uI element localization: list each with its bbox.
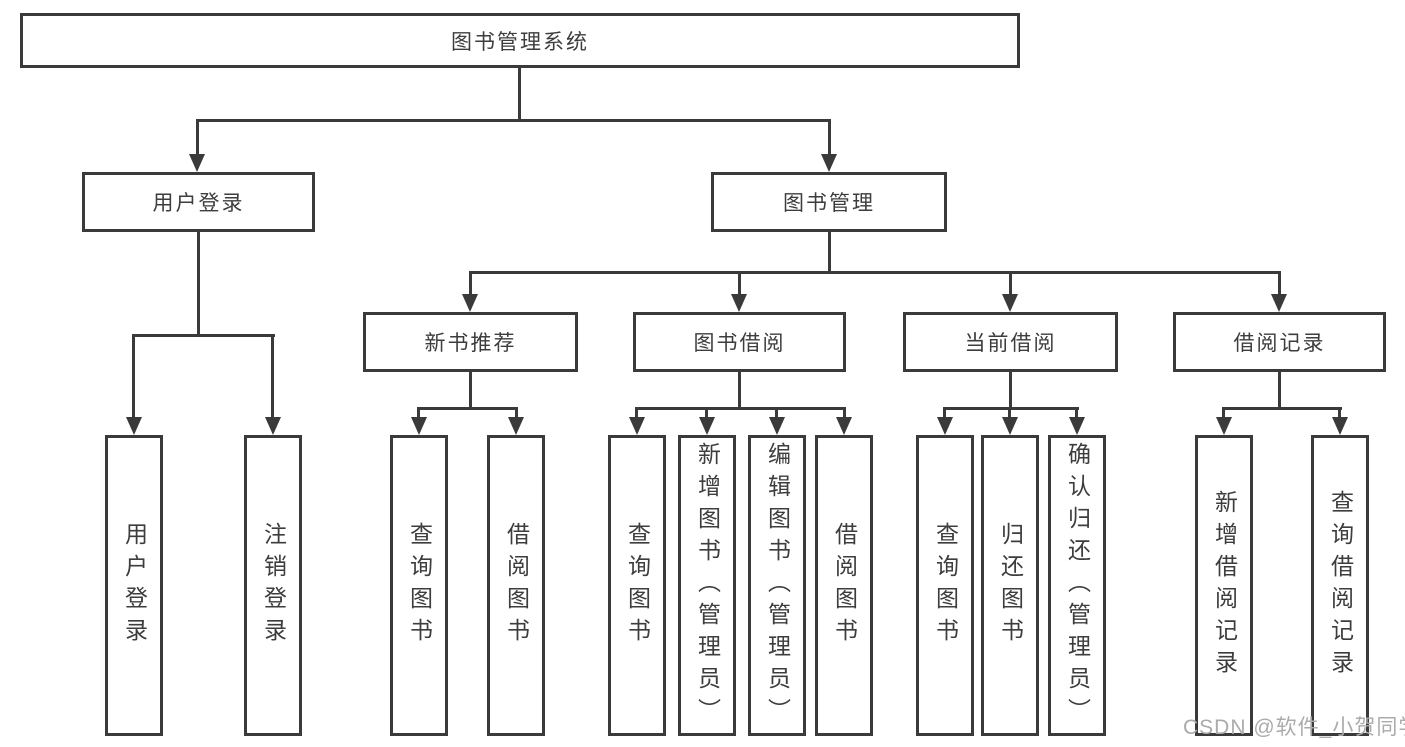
connector-hist-bus xyxy=(1222,407,1342,410)
connector-login-drop-1 xyxy=(132,334,135,419)
node-bor-edit-book-label: 编辑图书（管理员） xyxy=(764,441,791,730)
node-book-mgmt-label: 图书管理 xyxy=(783,192,875,215)
connector-login-bus xyxy=(132,334,275,337)
connector-rec-stem xyxy=(469,372,472,409)
node-hist-add-record: 新增借阅记录 xyxy=(1195,435,1253,736)
node-current-borrow: 当前借阅 xyxy=(903,312,1118,372)
connector-mgmt-bus xyxy=(469,271,1281,274)
connector-login-stem xyxy=(197,232,200,336)
connector-hist-drop-1 xyxy=(1222,407,1225,420)
arrowhead-down-icon xyxy=(731,294,747,312)
node-cur-return-book-label: 归还图书 xyxy=(997,521,1024,650)
arrowhead-down-icon xyxy=(1216,417,1232,435)
connector-login-drop-2 xyxy=(271,334,274,419)
node-new-book-rec-label: 新书推荐 xyxy=(424,332,517,355)
node-bor-add-book: 新增图书（管理员） xyxy=(678,435,736,736)
node-user-login-label: 用户登录 xyxy=(152,192,245,215)
node-leaf-logout-label: 注销登录 xyxy=(260,521,287,650)
node-current-borrow-label: 当前借阅 xyxy=(964,332,1057,355)
connector-mgmt-drop-2 xyxy=(738,271,741,297)
node-cur-confirm-return: 确认归还（管理员） xyxy=(1048,435,1106,736)
node-cur-query-book: 查询图书 xyxy=(916,435,974,736)
node-book-borrow: 图书借阅 xyxy=(633,312,846,372)
arrowhead-down-icon xyxy=(1271,294,1287,312)
connector-cur-drop-3 xyxy=(1075,407,1078,420)
arrowhead-down-icon xyxy=(937,417,953,435)
node-cur-query-book-label: 查询图书 xyxy=(932,521,959,650)
node-book-borrow-label: 图书借阅 xyxy=(693,332,786,355)
connector-root-bus xyxy=(196,119,831,122)
node-bor-query-book-label: 查询图书 xyxy=(624,521,651,650)
node-rec-borrow-book-label: 借阅图书 xyxy=(503,521,530,650)
node-cur-return-book: 归还图书 xyxy=(981,435,1039,736)
arrowhead-down-icon xyxy=(836,417,852,435)
connector-mgmt-drop-1 xyxy=(469,271,472,297)
node-bor-query-book: 查询图书 xyxy=(608,435,666,736)
connector-bor-drop-1 xyxy=(635,407,638,420)
connector-bor-stem xyxy=(738,372,741,409)
connector-mgmt-drop-4 xyxy=(1278,271,1281,297)
arrowhead-down-icon xyxy=(1002,294,1018,312)
node-book-mgmt: 图书管理 xyxy=(711,172,947,232)
watermark: CSDN @软件_小贺同学 xyxy=(1183,716,1405,739)
connector-cur-bus xyxy=(943,407,1079,410)
connector-mgmt-drop-3 xyxy=(1009,271,1012,297)
node-new-book-rec: 新书推荐 xyxy=(363,312,578,372)
arrowhead-down-icon xyxy=(189,154,205,172)
connector-rec-drop-2 xyxy=(515,407,518,420)
connector-bor-drop-2 xyxy=(705,407,708,420)
node-hist-query-record: 查询借阅记录 xyxy=(1311,435,1369,736)
arrowhead-down-icon xyxy=(699,417,715,435)
node-user-login: 用户登录 xyxy=(82,172,315,232)
node-hist-add-record-label: 新增借阅记录 xyxy=(1211,489,1238,682)
node-hist-query-record-label: 查询借阅记录 xyxy=(1327,489,1354,682)
connector-cur-stem xyxy=(1009,372,1012,409)
node-bor-borrow-book-label: 借阅图书 xyxy=(831,521,858,650)
node-root-label: 图书管理系统 xyxy=(451,30,589,54)
arrowhead-down-icon xyxy=(411,417,427,435)
connector-hist-drop-2 xyxy=(1338,407,1341,420)
node-borrow-records: 借阅记录 xyxy=(1173,312,1386,372)
connector-cur-drop-2 xyxy=(1008,407,1011,420)
arrowhead-down-icon xyxy=(1069,417,1085,435)
node-bor-edit-book: 编辑图书（管理员） xyxy=(748,435,806,736)
node-bor-borrow-book: 借阅图书 xyxy=(815,435,873,736)
arrowhead-down-icon xyxy=(629,417,645,435)
node-cur-confirm-return-label: 确认归还（管理员） xyxy=(1064,441,1091,730)
connector-rec-drop-1 xyxy=(417,407,420,420)
connector-bor-bus xyxy=(635,407,846,410)
arrowhead-down-icon xyxy=(265,417,281,435)
node-borrow-records-label: 借阅记录 xyxy=(1233,332,1326,355)
arrowhead-down-icon xyxy=(508,417,524,435)
connector-bor-drop-4 xyxy=(843,407,846,420)
connector-root-stem xyxy=(518,68,521,121)
connector-root-drop-right xyxy=(828,119,831,157)
arrowhead-down-icon xyxy=(1332,417,1348,435)
node-root: 图书管理系统 xyxy=(20,13,1020,68)
arrowhead-down-icon xyxy=(769,417,785,435)
arrowhead-down-icon xyxy=(462,294,478,312)
connector-root-drop-left xyxy=(196,119,199,157)
connector-bor-drop-3 xyxy=(775,407,778,420)
connector-cur-drop-1 xyxy=(943,407,946,420)
node-rec-borrow-book: 借阅图书 xyxy=(487,435,545,736)
arrowhead-down-icon xyxy=(821,154,837,172)
node-leaf-user-login-label: 用户登录 xyxy=(121,521,148,650)
connector-mgmt-stem xyxy=(828,232,831,273)
node-bor-add-book-label: 新增图书（管理员） xyxy=(694,441,721,730)
node-rec-query-book-label: 查询图书 xyxy=(406,521,433,650)
arrowhead-down-icon xyxy=(126,417,142,435)
node-leaf-logout: 注销登录 xyxy=(244,435,302,736)
connector-hist-stem xyxy=(1278,372,1281,409)
arrowhead-down-icon xyxy=(1002,417,1018,435)
node-rec-query-book: 查询图书 xyxy=(390,435,448,736)
node-leaf-user-login: 用户登录 xyxy=(105,435,163,736)
connector-rec-bus xyxy=(417,407,518,410)
